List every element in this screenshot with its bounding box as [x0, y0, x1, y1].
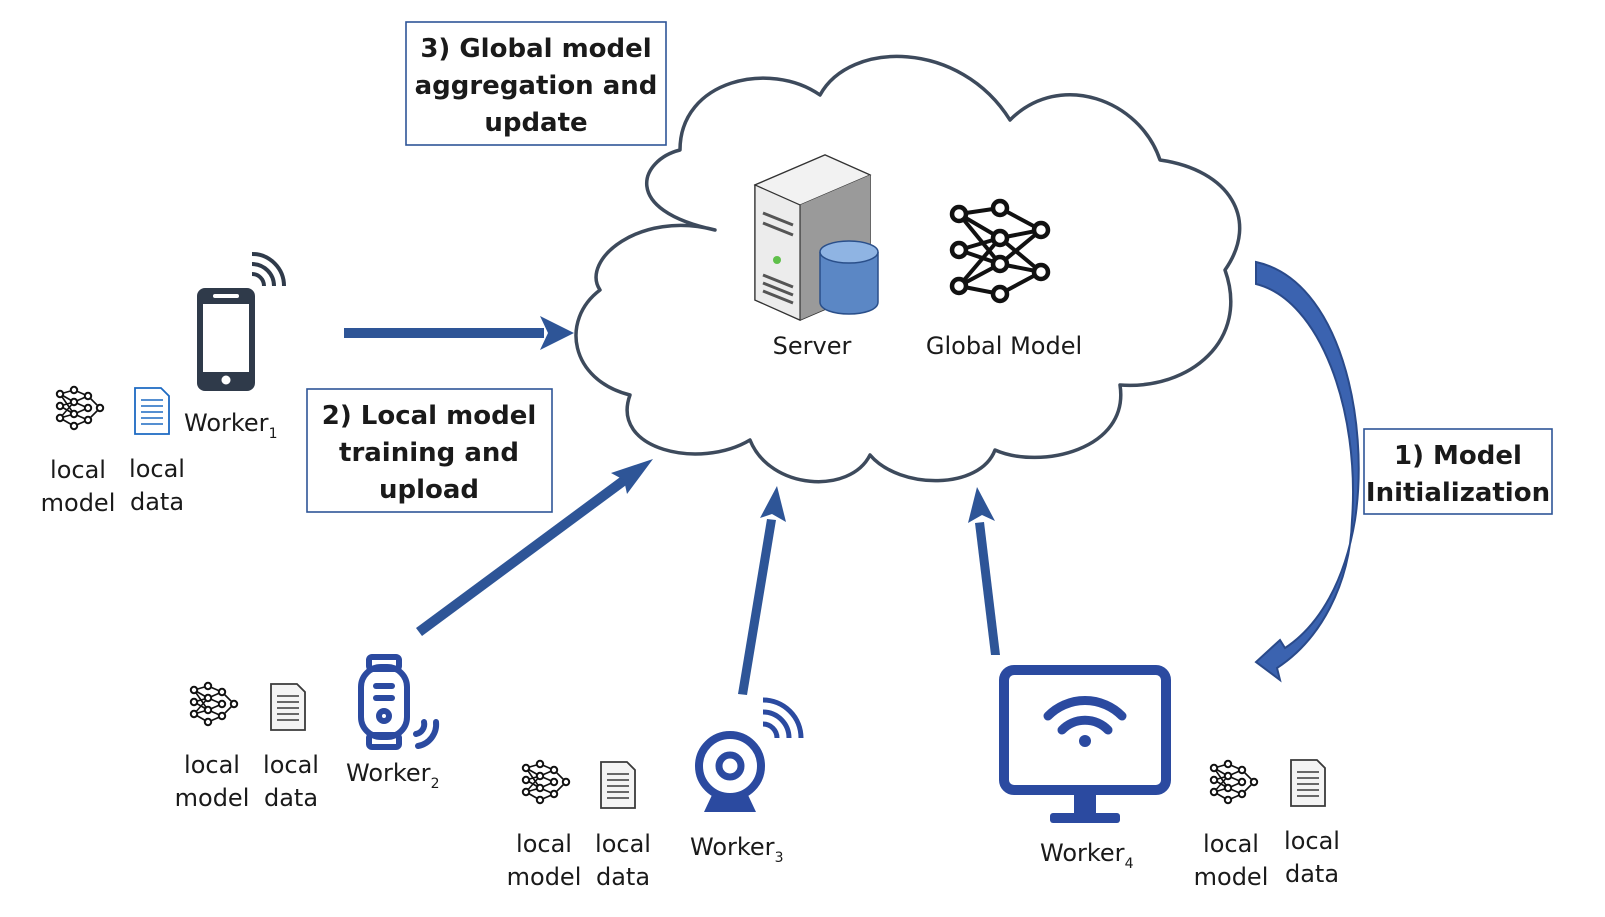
worker4-sub: 4 [1125, 856, 1134, 872]
worker4-data-label-1: local [1284, 827, 1340, 855]
worker1-label: Worker1 [184, 409, 277, 442]
worker3-name: Worker [690, 833, 775, 861]
worker4-model-label-2: model [1194, 863, 1269, 891]
worker3-data-label-1: local [595, 830, 651, 858]
step1-line1: 1) Model [1394, 441, 1522, 471]
step3-line3: update [484, 108, 587, 138]
local-model-icon [189, 681, 239, 727]
monitor-icon [999, 665, 1171, 823]
worker3-sub: 3 [775, 850, 784, 866]
step-box-model-init: 1) Model Initialization [1363, 428, 1553, 515]
worker2-model-label-2: model [175, 784, 250, 812]
server-label: Server [773, 332, 852, 360]
arrow-worker3-to-cloud [738, 486, 786, 695]
worker1-group: Worker1 local model local data [41, 252, 286, 517]
worker4-model-label-1: local [1203, 830, 1259, 858]
cloud-shape [574, 54, 1242, 484]
worker1-sub: 1 [269, 426, 278, 442]
global-model-icon [949, 198, 1051, 304]
worker3-model-label-2: model [507, 863, 582, 891]
webcam-icon [695, 697, 804, 812]
arrow-worker1-to-cloud [344, 316, 574, 350]
step1-line2: Initialization [1366, 478, 1550, 508]
worker2-name: Worker [346, 759, 431, 787]
local-model-icon [55, 385, 105, 431]
worker4-data-label-2: data [1285, 860, 1339, 888]
local-model-icon [1209, 759, 1259, 805]
wifi-signal-icon [251, 252, 286, 287]
worker1-model-label-1: local [50, 456, 106, 484]
local-data-icon [134, 387, 170, 435]
phone-icon [197, 288, 255, 391]
worker2-label: Worker2 [346, 759, 439, 792]
upload-arrows [344, 316, 1000, 695]
worker1-name: Worker [184, 409, 269, 437]
worker3-label: Worker3 [690, 833, 783, 866]
local-data-icon [600, 761, 636, 809]
worker2-sub: 2 [431, 776, 440, 792]
global-model-label: Global Model [926, 332, 1082, 360]
step2-line2: training and [339, 438, 519, 468]
step2-line3: upload [379, 475, 479, 505]
worker4-group: Worker4 local model local data [999, 665, 1340, 891]
local-model-icon [521, 759, 571, 805]
step2-line1: 2) Local model [322, 401, 537, 431]
local-data-icon [1290, 759, 1326, 807]
cloud-server-area: Server Global Model [574, 54, 1242, 484]
local-data-icon [270, 683, 306, 731]
wearable-icon [358, 654, 440, 750]
worker1-data-label-2: data [130, 488, 184, 516]
arrow-model-initialization [1254, 260, 1360, 683]
worker4-name: Worker [1040, 839, 1125, 867]
worker4-label: Worker4 [1040, 839, 1134, 872]
arrow-worker4-to-cloud [968, 487, 1000, 655]
database-icon [819, 240, 879, 315]
worker3-model-label-1: local [516, 830, 572, 858]
step3-line2: aggregation and [415, 71, 658, 101]
worker2-model-label-1: local [184, 751, 240, 779]
worker1-data-label-1: local [129, 455, 185, 483]
worker3-group: Worker3 local model local data [507, 697, 804, 891]
step-box-global-aggregation: 3) Global model aggregation and update [405, 21, 667, 146]
step-box-local-training: 2) Local model training and upload [306, 388, 553, 513]
worker3-data-label-2: data [596, 863, 650, 891]
worker2-data-label-2: data [264, 784, 318, 812]
step3-line1: 3) Global model [420, 34, 651, 64]
arrow-worker2-to-cloud [416, 459, 653, 636]
worker1-model-label-2: model [41, 489, 116, 517]
worker2-data-label-1: local [263, 751, 319, 779]
worker2-group: Worker2 local model local data [175, 654, 440, 812]
